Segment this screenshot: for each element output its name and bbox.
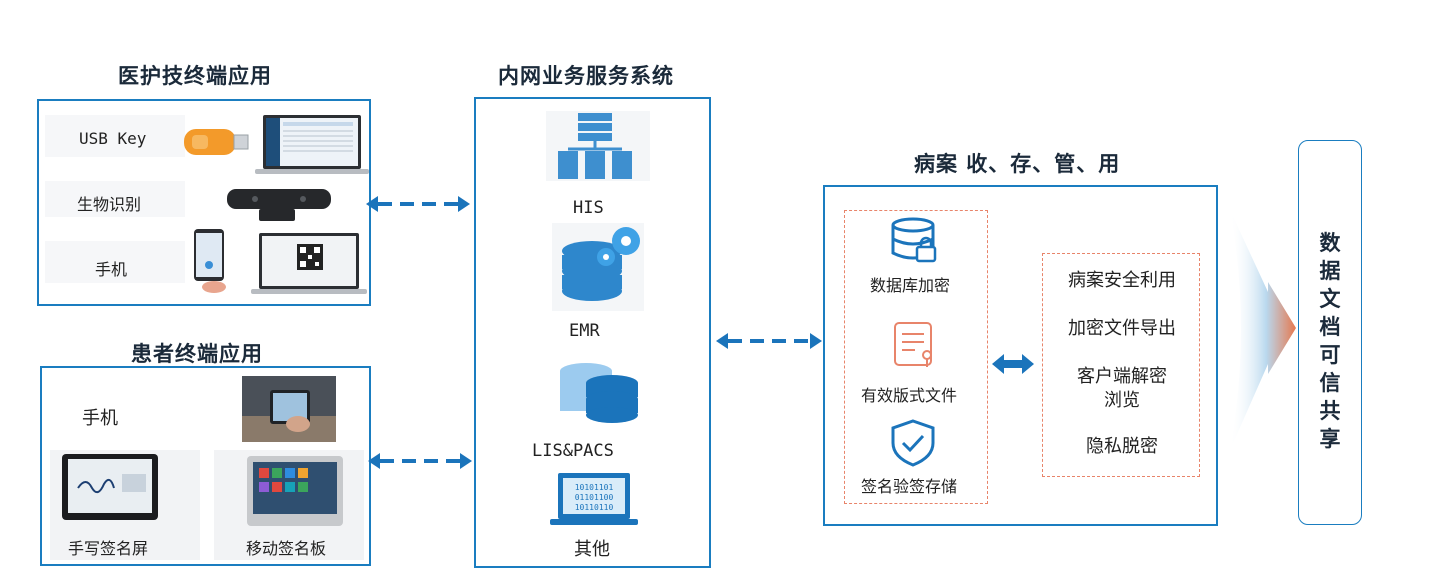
share-char-7: 共 (1319, 399, 1341, 423)
encrypted-export-label: 加密文件导出 (1068, 318, 1176, 339)
share-char-1: 数 (1319, 231, 1341, 255)
trusted-sharing-box: 数 据 文 档 可 信 共 享 (1298, 140, 1362, 525)
qr-laptop-icon (251, 233, 367, 294)
phone-icon (194, 229, 226, 293)
privacy-desensitize-label: 隐私脱密 (1086, 436, 1158, 457)
bidirectional-arrow-top (366, 196, 470, 212)
his-label: HIS (573, 198, 604, 218)
biometric-label: 生物识别 (77, 195, 142, 214)
svg-text:01101100: 01101100 (575, 493, 614, 502)
share-char-4: 档 (1319, 315, 1341, 339)
db-encryption-label: 数据库加密 (870, 276, 951, 295)
intranet-system-box: HIS EMR LIS&PACS 10101101 01101100 10110… (474, 97, 711, 568)
secure-use-label: 病案安全利用 (1068, 270, 1176, 291)
share-char-5: 可 (1319, 343, 1341, 367)
format-file-label: 有效版式文件 (861, 386, 958, 405)
double-arrow-inner (992, 354, 1034, 374)
bidirectional-arrow-middle (716, 333, 822, 349)
medical-terminal-box: USB Key 生物识别 手机 (37, 99, 371, 306)
usb-key-icon (184, 129, 249, 155)
share-char-2: 据 (1319, 259, 1341, 283)
lis-pacs-database-icon (560, 363, 638, 423)
lis-pacs-label: LIS&PACS (532, 441, 614, 461)
phone-label: 手机 (95, 260, 128, 279)
records-lifecycle-box: 数据库加密 有效版式文件 签名验签存储 病案安全利用 加密文件导出 客户端解密 … (823, 185, 1218, 526)
usb-key-label: USB Key (79, 129, 147, 148)
usage-panel: 病案安全利用 加密文件导出 客户端解密 浏览 隐私脱密 (1042, 253, 1200, 477)
tablet-hand-photo (242, 376, 336, 442)
records-lifecycle-title: 病案 收、存、管、用 (914, 152, 1121, 176)
intranet-system-title: 内网业务服务系统 (498, 64, 674, 88)
browse-label: 浏览 (1104, 390, 1140, 411)
bidirectional-arrow-bottom (368, 453, 472, 469)
svg-text:10110110: 10110110 (575, 503, 614, 512)
gradient-arrow (1230, 210, 1296, 450)
shield-check-icon (891, 419, 935, 467)
signature-pad-icon (62, 454, 158, 520)
patient-terminal-title: 患者终端应用 (131, 342, 263, 366)
server-icon (558, 113, 632, 179)
handwriting-pad-label: 手写签名屏 (68, 539, 149, 558)
share-char-3: 文 (1319, 287, 1341, 311)
medical-terminal-title: 医护技终端应用 (118, 64, 272, 88)
patient-terminal-box: 手机 手写签名屏 移动签名板 (40, 366, 371, 566)
share-char-6: 信 (1319, 371, 1341, 395)
share-char-8: 享 (1319, 427, 1341, 451)
mobile-board-label: 移动签名板 (246, 539, 327, 558)
other-label: 其他 (574, 539, 610, 560)
security-panel: 数据库加密 有效版式文件 签名验签存储 (844, 210, 988, 504)
computer-binary-icon: 10101101 01101100 10110110 (550, 473, 638, 525)
format-document-icon (894, 322, 932, 367)
biometric-camera-icon (227, 189, 331, 221)
mobile-signature-board-icon (247, 456, 343, 526)
laptop-icon (255, 115, 369, 174)
svg-text:10101101: 10101101 (575, 483, 614, 492)
client-decrypt-label: 客户端解密 (1077, 366, 1167, 387)
emr-database-gear-icon (562, 227, 640, 301)
sign-verify-label: 签名验签存储 (861, 477, 958, 496)
database-lock-icon (891, 217, 937, 263)
patient-phone-label: 手机 (82, 408, 118, 429)
emr-label: EMR (569, 321, 600, 341)
